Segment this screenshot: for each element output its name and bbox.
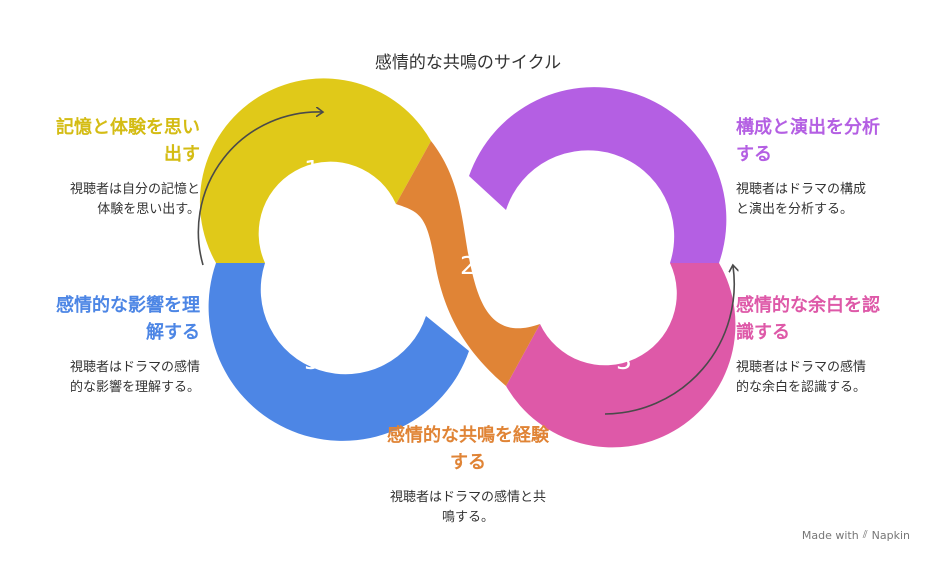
segment-5 <box>208 263 470 441</box>
step-understand-heading: 感情的な影響を理 解する <box>56 295 200 343</box>
step-experience-desc: 視聴者はドラマの感情と共 鳴する。 <box>389 490 546 525</box>
step-understand-desc: 視聴者はドラマの感情 的な影響を理解する。 <box>69 360 200 395</box>
segment-3 <box>506 263 736 448</box>
step-experience-heading: 感情的な共鳴を経験 する <box>387 425 549 473</box>
segment-number-3: 3 <box>616 346 632 375</box>
step-recall: 記憶と体験を思い 出す 視聴者は自分の記憶と 体験を思い出す。 <box>0 114 200 220</box>
step-recall-desc: 視聴者は自分の記憶と 体験を思い出す。 <box>69 182 200 217</box>
step-recognize-desc: 視聴者はドラマの感情 的な余白を認識する。 <box>736 360 867 395</box>
segment-number-5: 5 <box>304 346 320 375</box>
bottom-cycle-arrow <box>604 266 734 415</box>
step-analyze-desc: 視聴者はドラマの構成 と演出を分析する。 <box>736 182 867 217</box>
top-cycle-arrow <box>197 112 322 266</box>
step-analyze-heading: 構成と演出を分析 する <box>736 117 880 165</box>
made-with-label: Made with <box>801 528 859 542</box>
diagram-title: 感情的な共鳴のサイクル <box>374 53 562 73</box>
napkin-brand: Napkin <box>871 528 910 542</box>
napkin-logo-icon: ⫽ <box>862 528 868 541</box>
step-recognize-heading: 感情的な余白を認 識する <box>736 295 880 343</box>
step-understand: 感情的な影響を理 解する 視聴者はドラマの感情 的な影響を理解する。 <box>0 292 200 398</box>
segment-2 <box>396 141 540 386</box>
step-recall-heading: 記憶と体験を思い 出す <box>56 117 200 165</box>
step-experience: 感情的な共鳴を経験 する 視聴者はドラマの感情と共 鳴する。 <box>338 422 598 528</box>
made-with-napkin: Made with ⫽ Napkin <box>802 528 910 542</box>
segment-number-4: 4 <box>616 155 632 184</box>
segment-1 <box>199 78 431 263</box>
segment-4 <box>469 87 727 263</box>
step-analyze: 構成と演出を分析 する 視聴者はドラマの構成 と演出を分析する。 <box>736 114 936 220</box>
segment-number-1: 1 <box>304 155 320 184</box>
segment-number-2: 2 <box>460 251 476 280</box>
step-recognize: 感情的な余白を認 識する 視聴者はドラマの感情 的な余白を認識する。 <box>736 292 936 398</box>
